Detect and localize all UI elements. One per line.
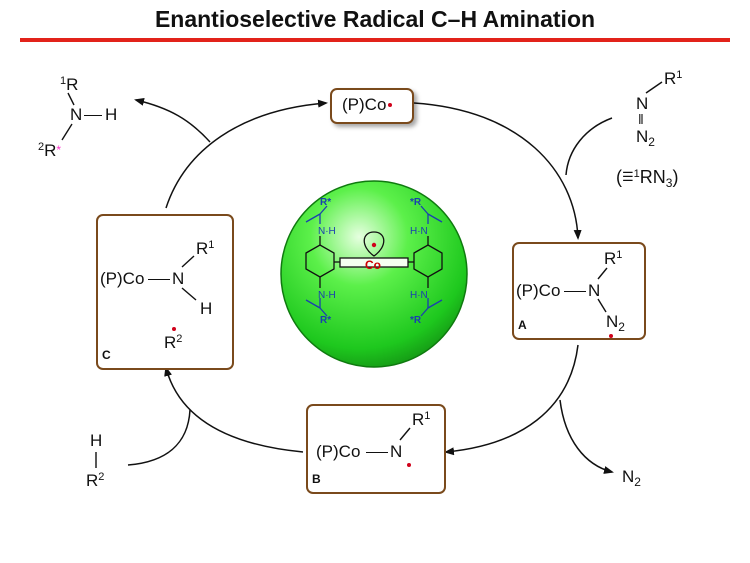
b-r1: R1: [412, 410, 431, 429]
a-pco: (P)Co: [516, 281, 561, 300]
title-underline: [20, 38, 730, 42]
intermediate-b-box: [306, 404, 446, 494]
sphere-r-top-right: *R: [410, 197, 422, 208]
sphere-nh-bottom-left: N·H: [318, 290, 336, 301]
a-n: N: [588, 281, 601, 300]
c-radical-dot: [172, 327, 176, 331]
substrate-r2: R2: [86, 471, 105, 490]
b-n: N: [390, 442, 403, 461]
catalyst-label: (P)Co: [342, 96, 393, 113]
a-r1: R1: [604, 249, 623, 268]
sphere-nh-top-right: H·N: [410, 226, 428, 237]
triple-bond-icon: ☰: [622, 169, 634, 184]
ligand-amides: [305, 205, 443, 317]
product-n: N: [70, 105, 83, 124]
sphere-nh-top-left: N·H: [318, 226, 336, 237]
co-radical-dot: [371, 242, 377, 248]
azide-n: N: [636, 94, 649, 113]
azide-double-bond: ‖: [638, 111, 644, 127]
sphere-r-top-left: R*: [320, 197, 332, 208]
intermediate-c-label: C: [102, 348, 111, 362]
azide-equivalent: (☰1RN3): [616, 167, 679, 190]
intermediate-a-label: A: [518, 318, 527, 332]
c-r1: R1: [196, 239, 215, 258]
c-pco: (P)Co: [100, 269, 145, 288]
b-co-n-bond: [366, 452, 388, 454]
b-pco: (P)Co: [316, 442, 361, 461]
byproduct-n2: N2: [622, 467, 641, 489]
a-radical-dot: [609, 334, 613, 338]
c-n: N: [172, 269, 185, 288]
catalyst-box: [330, 88, 414, 124]
substrate-h: H: [90, 431, 103, 450]
arrow-azide-join: [565, 117, 613, 176]
sphere-nh-bottom-right: H·N: [410, 290, 428, 301]
intermediate-c-box: [96, 214, 234, 370]
product-nh-bond: [84, 115, 102, 117]
ligand-skeleton: [305, 236, 443, 288]
arrow-catalyst-to-a: [413, 102, 582, 240]
product-r2: 2R*: [38, 141, 62, 160]
product-h: H: [105, 105, 118, 124]
c-h: H: [200, 299, 213, 318]
sphere-r-bottom-right: *R: [410, 315, 422, 326]
arrow-a-to-b: [444, 344, 579, 456]
azide-r1: R1: [664, 69, 683, 88]
radical-dot: [388, 103, 393, 107]
azide-n2: N2: [636, 127, 655, 149]
intermediate-b-label: B: [312, 472, 321, 486]
catalyst-sphere: [280, 180, 468, 368]
sphere-r-bottom-left: R*: [320, 315, 332, 326]
arrow-substrate-join: [127, 409, 191, 466]
arrow-n2-release: [559, 399, 614, 474]
arrow-c-to-catalyst: [165, 99, 328, 209]
chiral-mark: *: [56, 143, 62, 157]
arrow-b-to-c: [164, 366, 304, 453]
sphere-co-label: Co: [365, 258, 381, 272]
c-r2: R2: [164, 333, 183, 352]
arrow-product-release: [134, 97, 211, 143]
a-n2: N2: [606, 312, 625, 334]
c-co-n-bond: [148, 279, 170, 281]
b-radical-dot: [407, 463, 411, 467]
a-co-n-bond: [564, 291, 586, 293]
page-title: Enantioselective Radical C–H Amination: [154, 6, 596, 32]
product-r1: 1R: [60, 75, 79, 94]
co-orbital-icon: [363, 231, 385, 257]
